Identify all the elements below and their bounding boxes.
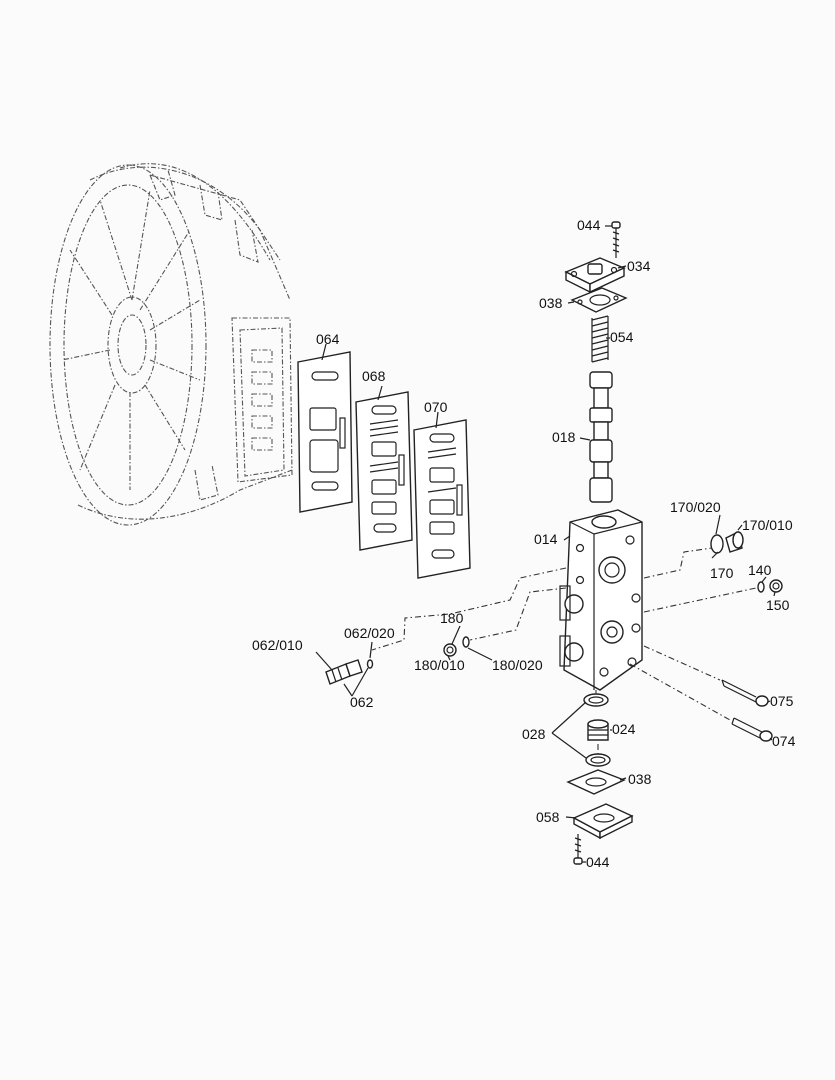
label-018: 018 bbox=[552, 429, 576, 445]
screw-044-bottom[interactable] bbox=[573, 834, 583, 865]
label-034: 034 bbox=[627, 258, 651, 274]
oring-170-020[interactable] bbox=[710, 534, 724, 554]
seal-028-lower[interactable] bbox=[585, 753, 611, 767]
oring-140[interactable] bbox=[757, 581, 765, 593]
assembly-lines bbox=[371, 547, 757, 754]
label-062: 062 bbox=[350, 694, 374, 710]
label-150: 150 bbox=[766, 597, 790, 613]
fitting-062-010[interactable] bbox=[325, 659, 363, 685]
label-044-top: 044 bbox=[577, 217, 601, 233]
label-062-010: 062/010 bbox=[252, 637, 303, 653]
label-070: 070 bbox=[424, 399, 448, 415]
cover-034[interactable] bbox=[564, 257, 626, 294]
label-170-020: 170/020 bbox=[670, 499, 721, 515]
label-014: 014 bbox=[534, 531, 558, 547]
label-024: 024 bbox=[612, 721, 636, 737]
label-140: 140 bbox=[748, 562, 772, 578]
label-064: 064 bbox=[316, 331, 340, 347]
label-180: 180 bbox=[440, 610, 464, 626]
label-068: 068 bbox=[362, 368, 386, 384]
label-054: 054 bbox=[610, 329, 634, 345]
label-058: 058 bbox=[536, 809, 560, 825]
plug-170-010[interactable] bbox=[725, 530, 744, 553]
label-038-bottom: 038 bbox=[628, 771, 652, 787]
screw-044-top[interactable] bbox=[611, 221, 621, 258]
label-028: 028 bbox=[522, 726, 546, 742]
seal-028-upper[interactable] bbox=[583, 693, 609, 707]
spring-054[interactable] bbox=[591, 315, 609, 363]
part-labels: 044 034 038 054 018 064 068 070 014 170/… bbox=[252, 217, 796, 870]
leader-lines bbox=[315, 225, 776, 863]
oring-062-020[interactable] bbox=[366, 659, 374, 669]
label-170-010: 170/010 bbox=[742, 517, 793, 533]
gasket-064[interactable] bbox=[297, 351, 353, 513]
label-074: 074 bbox=[772, 733, 796, 749]
cover-058[interactable] bbox=[572, 803, 634, 840]
label-062-020: 062/020 bbox=[344, 625, 395, 641]
label-180-010: 180/010 bbox=[414, 657, 465, 673]
transmission-housing bbox=[49, 163, 293, 526]
bolt-075[interactable] bbox=[721, 679, 769, 707]
gasket-068[interactable] bbox=[355, 391, 413, 551]
label-180-020: 180/020 bbox=[492, 657, 543, 673]
label-044-bottom: 044 bbox=[586, 854, 610, 870]
gasket-038-top[interactable] bbox=[570, 287, 628, 313]
label-170: 170 bbox=[710, 565, 734, 581]
gasket-038-bottom[interactable] bbox=[566, 769, 626, 795]
bolt-074[interactable] bbox=[731, 717, 773, 742]
plug-150[interactable] bbox=[769, 579, 783, 593]
gasket-070[interactable] bbox=[413, 419, 471, 579]
oring-180-020[interactable] bbox=[462, 636, 470, 648]
label-075: 075 bbox=[770, 693, 794, 709]
fitting-180-010[interactable] bbox=[443, 643, 457, 657]
valve-body-014[interactable] bbox=[559, 509, 643, 691]
label-038-top: 038 bbox=[539, 295, 563, 311]
piston-024[interactable] bbox=[587, 719, 609, 741]
valve-spool-018[interactable] bbox=[589, 371, 613, 503]
